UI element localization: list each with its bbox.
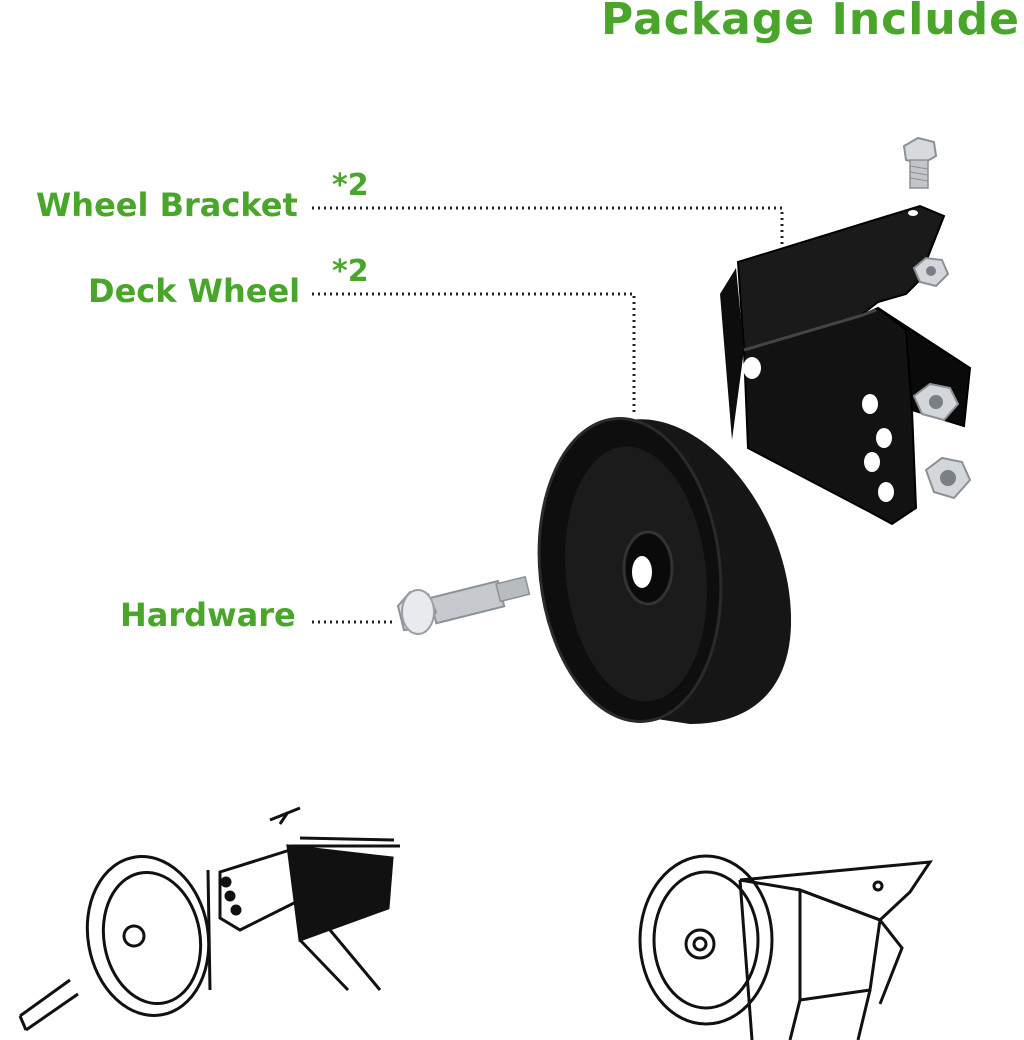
callout-qty-deck-wheel: *2 [332, 254, 369, 289]
wheel-bracket-icon [720, 204, 972, 526]
leader-line-wheel-bracket [312, 206, 784, 252]
hardware-bolt-icon [396, 575, 531, 635]
leader-line-deck-wheel [312, 292, 636, 414]
deck-wheel-icon [537, 417, 792, 724]
install-diagram-icon [638, 854, 933, 1040]
callout-label-hardware: Hardware [120, 596, 296, 634]
callout-qty-wheel-bracket: *2 [332, 168, 369, 203]
page-title: Package Include [601, 0, 1020, 45]
hardware-bolt-icon [902, 136, 938, 189]
hex-nut-icon [912, 256, 972, 500]
callout-label-deck-wheel: Deck Wheel [88, 272, 301, 310]
leader-lines [312, 206, 784, 624]
install-diagram-icon [18, 806, 400, 1032]
callout-label-wheel-bracket: Wheel Bracket [36, 186, 298, 224]
